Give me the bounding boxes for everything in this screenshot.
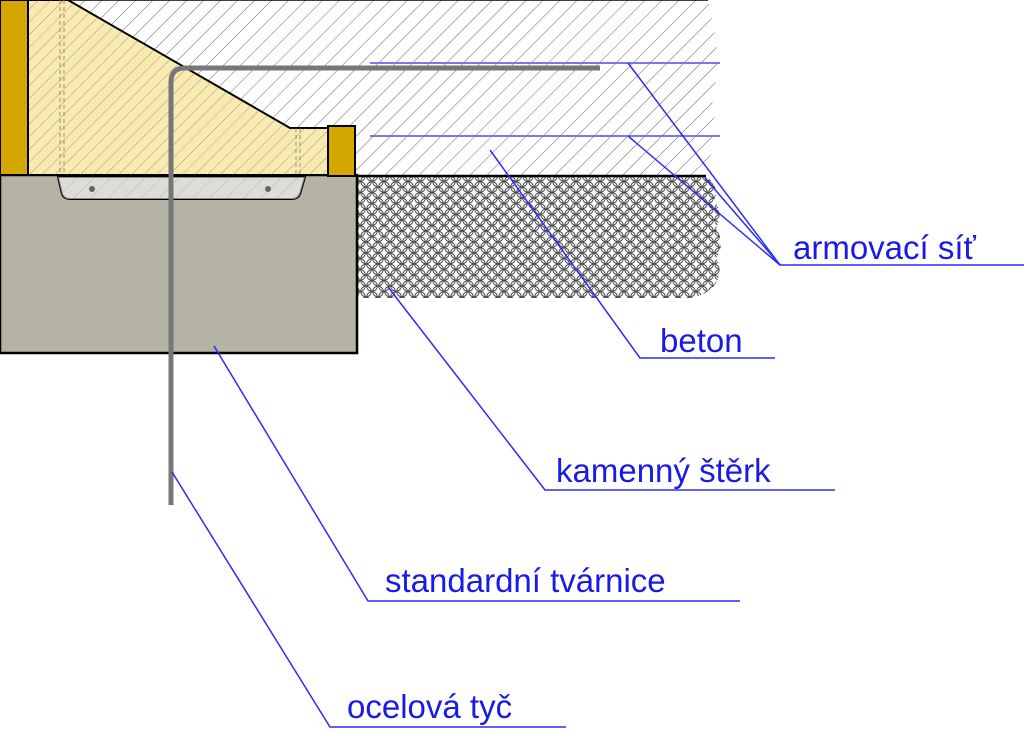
leader-mesh-upper <box>627 62 781 266</box>
rebar-dot-right <box>265 186 271 192</box>
leader-block <box>213 345 740 602</box>
insulation-formwork <box>27 0 329 176</box>
leader-mesh-lower <box>627 135 781 266</box>
label-mesh: armovací síť <box>793 229 977 266</box>
leader-rod <box>171 471 566 728</box>
label-gravel: kamenný štěrk <box>556 452 771 489</box>
timber-board-right <box>327 125 356 177</box>
standard-block <box>0 173 359 355</box>
gravel-bed <box>356 176 721 299</box>
leader-gravel <box>387 286 835 491</box>
leader-lines <box>171 62 1024 728</box>
label-concrete: beton <box>660 322 743 359</box>
label-block: standardní tvárnice <box>385 562 666 599</box>
leader-mesh-edge <box>704 177 1024 266</box>
rebar-dot-left <box>89 186 95 192</box>
steel-rod <box>168 65 600 505</box>
timber-board-left <box>0 0 29 176</box>
leader-concrete <box>489 149 775 359</box>
label-rod: ocelová tyč <box>347 688 512 725</box>
